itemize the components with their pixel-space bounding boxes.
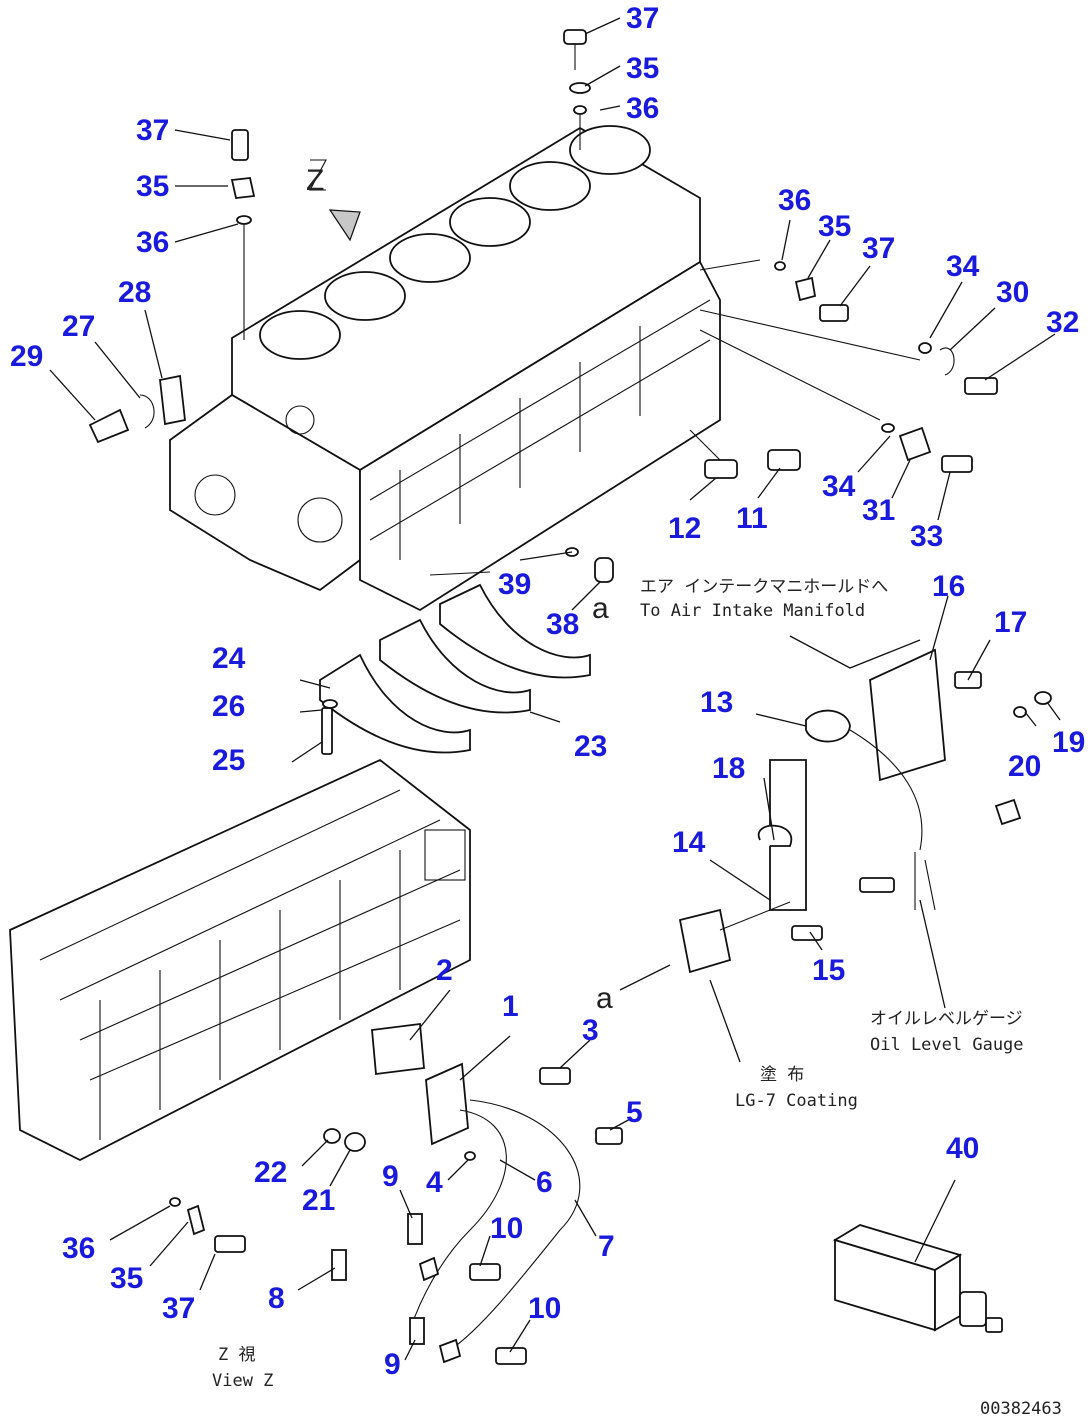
note-air-manifold-en: To Air Intake Manifold [640, 601, 865, 621]
oil-gauge-assembly [678, 648, 1052, 974]
callout-25: 25 [212, 744, 245, 777]
callout-18: 18 [712, 752, 745, 785]
callout-36: 36 [778, 184, 811, 217]
callout-29: 29 [10, 340, 43, 373]
callout-7: 7 [598, 1230, 615, 1263]
callout-32: 32 [1046, 306, 1079, 339]
note-air-manifold-jp: エア インテークマニホールドへ [640, 577, 888, 597]
callout-13: 13 [700, 686, 733, 719]
callout-3: 3 [582, 1014, 599, 1047]
view-z-arrow [309, 159, 361, 242]
callout-9: 9 [382, 1160, 399, 1193]
callout-26: 26 [212, 690, 245, 723]
left-bolt-stack [230, 129, 256, 340]
annotation-notes: エア インテークマニホールドへ To Air Intake Manifold オ… [212, 577, 1062, 1419]
callout-4: 4 [426, 1166, 443, 1199]
callout-34: 34 [946, 250, 980, 283]
cylinder-block-view-z [9, 758, 471, 1162]
callout-40: 40 [946, 1132, 979, 1165]
callout-27: 27 [62, 310, 95, 343]
callout-21: 21 [302, 1184, 335, 1217]
callout-17: 17 [994, 606, 1027, 639]
main-bearing-caps [319, 583, 591, 755]
callout-31: 31 [862, 494, 895, 527]
callout-30: 30 [996, 276, 1029, 309]
callout-5: 5 [626, 1096, 643, 1129]
note-coating-jp: 塗 布 [760, 1064, 804, 1085]
callout-8: 8 [268, 1282, 285, 1315]
callout-35: 35 [626, 52, 659, 85]
callout-10: 10 [490, 1212, 523, 1245]
top-bolt-stack [563, 29, 591, 150]
callout-38: 38 [546, 608, 579, 641]
callout-a: a [592, 592, 609, 625]
callout-39: 39 [498, 568, 531, 601]
callout-37: 37 [862, 232, 895, 265]
callout-12: 12 [668, 512, 701, 545]
right-side-fittings [689, 259, 998, 479]
callout-23: 23 [574, 730, 607, 763]
note-view-en: View Z [212, 1371, 273, 1391]
callout-35: 35 [818, 210, 851, 243]
note-coating-en: LG-7 Coating [735, 1091, 858, 1111]
callout-6: 6 [536, 1166, 553, 1199]
callout-37: 37 [162, 1292, 195, 1325]
callout-20: 20 [1008, 750, 1041, 783]
cylinder-block-top [169, 125, 721, 612]
callout-11: 11 [736, 502, 768, 535]
callout-35: 35 [136, 170, 169, 203]
callout-36: 36 [626, 92, 659, 125]
left-side-fittings [88, 374, 186, 444]
callout-24: 24 [212, 642, 246, 675]
lower-pipe-assembly [169, 1022, 623, 1365]
callout-10: 10 [528, 1292, 561, 1325]
callout-a: a [596, 982, 613, 1015]
note-oil-gauge-jp: オイルレベルゲージ [870, 1009, 1023, 1029]
note-view-jp: Z 視 [218, 1345, 255, 1365]
callout-15: 15 [812, 954, 845, 987]
callout-33: 33 [910, 520, 943, 553]
callout-2: 2 [436, 954, 453, 987]
callout-37: 37 [626, 2, 659, 35]
callout-Z: Z [306, 164, 324, 197]
callout-36: 36 [136, 226, 169, 259]
callout-9: 9 [384, 1348, 401, 1381]
callout-35: 35 [110, 1262, 143, 1295]
callout-28: 28 [118, 276, 151, 309]
callout-37: 37 [136, 114, 169, 147]
callout-14: 14 [672, 826, 706, 859]
callout-34: 34 [822, 470, 856, 503]
tool-40 [832, 1224, 1003, 1333]
callout-1: 1 [502, 990, 519, 1023]
drawing-number: 00382463 [980, 1399, 1062, 1419]
note-oil-gauge-en: Oil Level Gauge [870, 1035, 1024, 1055]
callout-36: 36 [62, 1232, 95, 1265]
callout-19: 19 [1052, 726, 1085, 759]
callout-16: 16 [932, 570, 965, 603]
leader-lines [49, 17, 1061, 1361]
callout-22: 22 [254, 1156, 287, 1189]
